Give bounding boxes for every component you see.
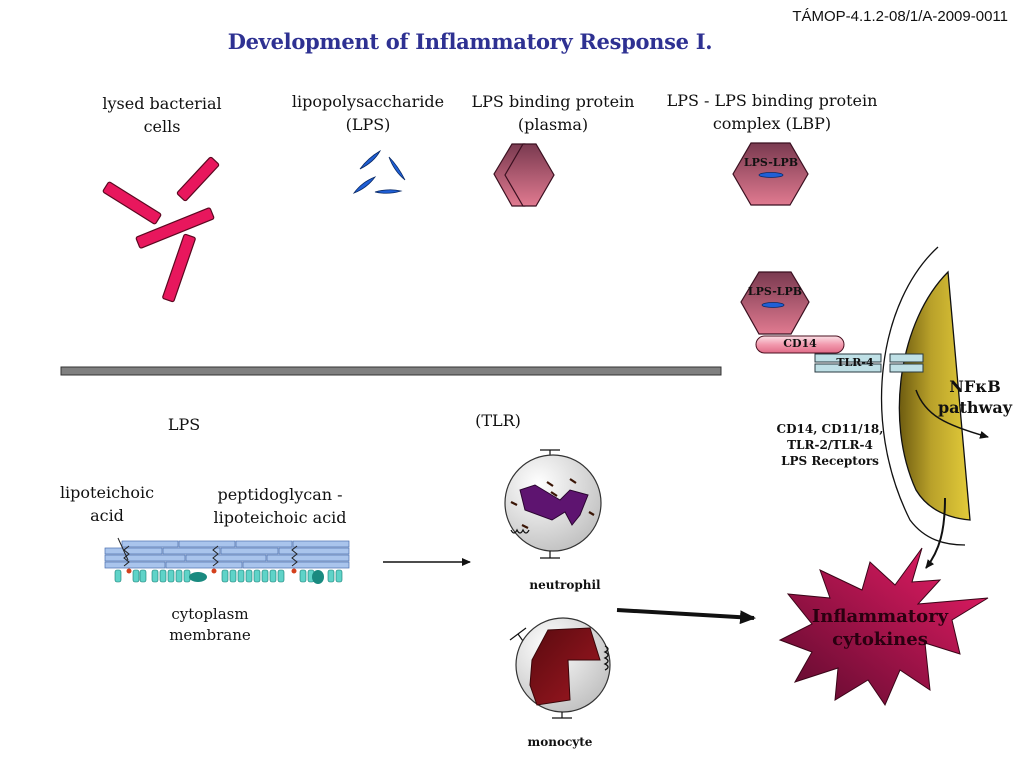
label-line: LPS binding protein <box>471 92 635 111</box>
peptidoglycan-label: peptidoglycan - lipoteichoic acid <box>200 483 360 529</box>
receptor-lps-molecule <box>761 302 785 308</box>
lysed-bacteria-label: lysed bacterial cells <box>82 92 242 138</box>
cytokines-star <box>778 547 989 707</box>
receptor-hexagon-label: LPS-LPB <box>747 285 803 298</box>
lps-molecule <box>352 176 377 194</box>
label-line: lipoteichoic acid <box>213 508 347 527</box>
lbp-label: LPS binding protein (plasma) <box>458 90 648 136</box>
nfkb-pathway-label: NFκB pathway <box>925 376 1024 418</box>
lipoteichoic-label: lipoteichoic acid <box>42 481 172 527</box>
separator-bar <box>60 366 722 376</box>
reference-code: TÁMOP-4.1.2-08/1/A-2009-0011 <box>792 8 1008 25</box>
label-line: complex (LBP) <box>712 114 832 133</box>
label-line: NFκB <box>949 377 1001 396</box>
label-line: pathway <box>937 398 1012 417</box>
lbp-hexagon-shape <box>504 143 555 207</box>
bacteria-rod <box>162 233 196 303</box>
label-line: lipoteichoic <box>59 483 155 502</box>
lps-molecule <box>359 149 382 170</box>
monocyte-label: monocyte <box>527 735 593 749</box>
label-line: lysed bacterial <box>102 94 222 113</box>
neutrophil-label: neutrophil <box>529 578 601 592</box>
receptors-caption: CD14, CD11/18, TLR-2/TLR-4 LPS Receptors <box>760 421 900 469</box>
neutrophil-icon <box>504 449 602 559</box>
cell-wall-diagram <box>104 537 350 584</box>
cd14-pill <box>755 335 845 354</box>
label-line: membrane <box>169 626 251 644</box>
caption-line: LPS Receptors <box>781 454 879 468</box>
label-line: lipopolysaccharide <box>291 92 445 111</box>
lps-label: lipopolysaccharide (LPS) <box>278 90 458 136</box>
label-line: cytoplasm <box>171 605 249 623</box>
label-line: peptidoglycan - <box>217 485 343 504</box>
lps-bottom-label: LPS <box>167 415 201 434</box>
membrane-label: cytoplasm membrane <box>160 604 260 646</box>
label-line: Inflammatory <box>811 606 949 627</box>
bacteria-rod <box>102 181 162 225</box>
caption-line: CD14, CD11/18, <box>776 422 884 436</box>
label-line: cytokines <box>832 629 928 650</box>
cell-cytoplasm <box>898 270 971 521</box>
cell-membrane-outline <box>880 246 966 546</box>
cells-to-cytokines-arrow <box>616 608 756 625</box>
tlr4-label: TLR-4 <box>836 356 874 369</box>
cd14-label: CD14 <box>783 337 817 350</box>
bacteria-rod <box>176 156 220 202</box>
lps-molecule <box>388 156 406 181</box>
cell-to-cytokines-arrow <box>925 497 946 569</box>
caption-line: TLR-2/TLR-4 <box>787 438 873 452</box>
label-line: (LPS) <box>345 115 391 134</box>
bacteria-rods-icon <box>102 156 220 303</box>
cytokines-label: Inflammatory cytokines <box>790 605 970 651</box>
lps-molecule <box>374 189 403 194</box>
tlr4-inner <box>889 353 924 373</box>
complex-lps-molecule <box>758 172 784 178</box>
monocyte-icon <box>509 617 611 719</box>
bacteria-rod <box>135 207 215 249</box>
label-line: LPS - LPS binding protein <box>666 91 878 110</box>
complex-hexagon-label: LPS-LPB <box>743 156 799 169</box>
nfkb-arrow <box>915 389 989 439</box>
label-line: (plasma) <box>517 115 589 134</box>
tlr-label: (TLR) <box>475 411 521 430</box>
label-line: cells <box>143 117 181 136</box>
complex-label: LPS - LPS binding protein complex (LBP) <box>652 89 892 135</box>
label-line: acid <box>90 506 124 525</box>
page-title: Development of Inflammatory Response I. <box>227 29 713 54</box>
lps-molecules-icon <box>352 149 406 194</box>
